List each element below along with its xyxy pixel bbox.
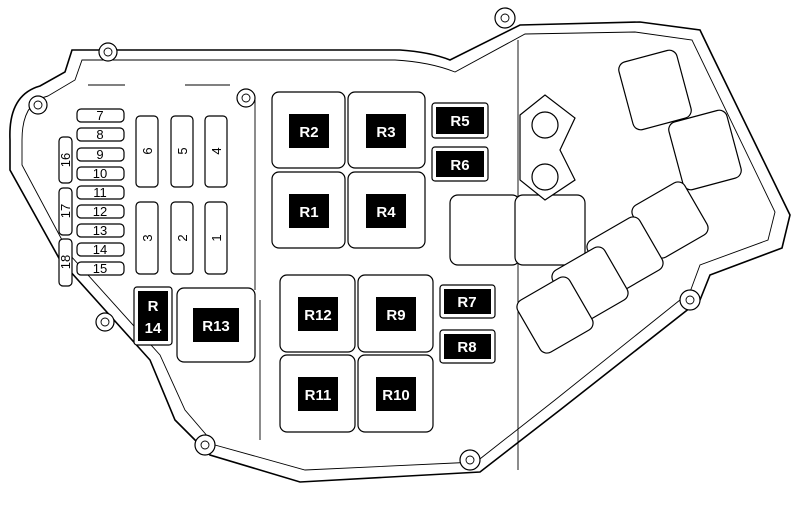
fuse-17: 17 xyxy=(58,187,73,236)
relay-r12: R12 xyxy=(279,274,356,353)
fuse-18: 18 xyxy=(58,238,73,287)
fuse-7: 7 xyxy=(76,108,125,123)
relay-r9: R9 xyxy=(357,274,434,353)
relay-r4: R4 xyxy=(347,171,426,249)
fuse-6: 6 xyxy=(135,115,159,188)
fuse-label: 7 xyxy=(96,108,103,123)
side-fuses: 16 17 18 xyxy=(58,136,73,287)
relay-label: R6 xyxy=(450,157,469,174)
fuse-13: 13 xyxy=(76,223,125,238)
relay-r8: R8 xyxy=(439,329,496,364)
housing-outline xyxy=(9,21,791,483)
relay-label: 14 xyxy=(145,320,162,337)
relay-r2: R2 xyxy=(271,91,346,169)
fuse-15: 15 xyxy=(76,261,125,276)
fuse-16: 16 xyxy=(58,136,73,184)
fuse-10: 10 xyxy=(76,166,125,181)
relay-label: R10 xyxy=(382,387,410,404)
fuse-label: 8 xyxy=(96,127,103,142)
fuse-label: 4 xyxy=(209,147,224,154)
fuse-label: 15 xyxy=(93,261,107,276)
fuse-label: 13 xyxy=(93,223,107,238)
fuse-11: 11 xyxy=(76,185,125,200)
relay-r3: R3 xyxy=(347,91,426,169)
relay-label: R xyxy=(148,298,159,315)
relay-r1: R1 xyxy=(271,171,346,249)
relay-r13: R13 xyxy=(176,287,256,363)
relays: R2 R3 R1 R4 R5 R6 R12 R9 R11 R10 R7 R8 R… xyxy=(133,91,496,433)
relay-label: R3 xyxy=(376,124,395,141)
small-fuses: 7 8 9 10 11 12 13 14 15 xyxy=(76,108,125,276)
fuse-label: 5 xyxy=(175,147,190,154)
fuse-label: 18 xyxy=(58,255,73,269)
fuse-label: 2 xyxy=(175,234,190,241)
fuse-12: 12 xyxy=(76,204,125,219)
fuse-label: 17 xyxy=(58,204,73,218)
fuse-5: 5 xyxy=(170,115,194,188)
fuse-label: 10 xyxy=(93,166,107,181)
fuse-label: 14 xyxy=(93,242,107,257)
relay-r11: R11 xyxy=(279,354,356,433)
mounting-holes xyxy=(28,7,701,471)
large-fuses: 6 5 4 3 2 1 xyxy=(135,115,228,275)
relay-label: R4 xyxy=(376,204,396,221)
relay-label: R1 xyxy=(299,204,318,221)
relay-label: R9 xyxy=(386,307,405,324)
relay-r6: R6 xyxy=(431,146,489,182)
relay-r5: R5 xyxy=(431,102,489,139)
fuse-4: 4 xyxy=(204,115,228,188)
fuse-label: 9 xyxy=(96,147,103,162)
relay-label: R12 xyxy=(304,307,332,324)
relay-label: R11 xyxy=(305,387,332,404)
fuse-8: 8 xyxy=(76,127,125,142)
fuse-3: 3 xyxy=(135,201,159,275)
fuse-label: 6 xyxy=(140,147,155,154)
connectors xyxy=(449,49,742,354)
fuse-label: 3 xyxy=(140,234,155,241)
relay-label: R2 xyxy=(299,124,318,141)
fuse-2: 2 xyxy=(170,201,194,275)
relay-r7: R7 xyxy=(439,284,496,319)
fuse-label: 11 xyxy=(93,185,107,200)
fuse-label: 12 xyxy=(93,204,107,219)
relay-label: R13 xyxy=(202,318,230,335)
fuse-label: 1 xyxy=(209,234,224,241)
relay-label: R7 xyxy=(457,294,476,311)
relay-r10: R10 xyxy=(357,354,434,433)
relay-label: R8 xyxy=(457,339,476,356)
fuse-9: 9 xyxy=(76,147,125,162)
fuse-14: 14 xyxy=(76,242,125,257)
relay-r14: R 14 xyxy=(133,286,173,346)
fuse-label: 16 xyxy=(58,153,73,167)
fuse-1: 1 xyxy=(204,201,228,275)
relay-label: R5 xyxy=(450,113,469,130)
